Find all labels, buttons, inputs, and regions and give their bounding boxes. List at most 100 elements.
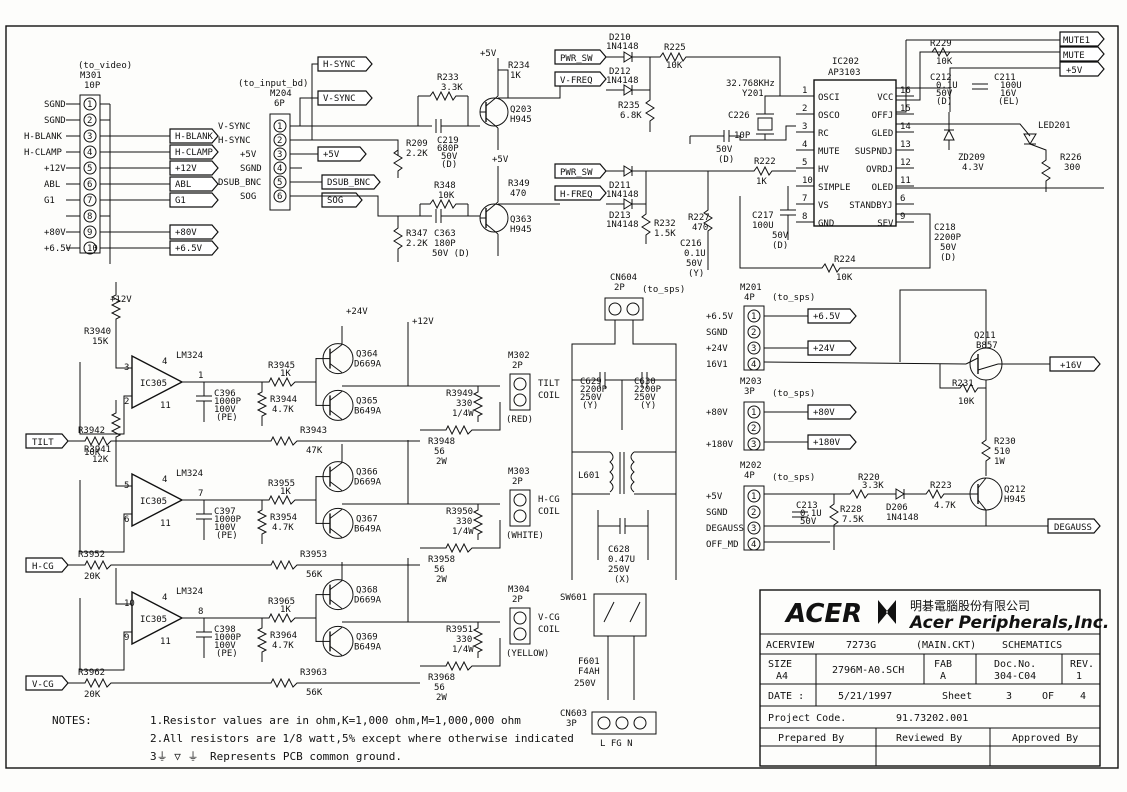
r209-ref: R209 bbox=[406, 139, 428, 149]
opamp-channel-vcg: IC305LM3241098411R396220KR396356KR39651K… bbox=[68, 558, 501, 703]
r231-val: 10K bbox=[958, 397, 975, 407]
m201-pin-label: 16V1 bbox=[706, 360, 728, 370]
tb-project-code: 91.73202.001 bbox=[896, 713, 968, 724]
pulldown-res-val: 4.7K bbox=[272, 641, 294, 651]
c213-rating: 50V bbox=[800, 517, 817, 527]
ic202-pin-num: 4 bbox=[802, 140, 807, 150]
tb-project-label: Project Code. bbox=[768, 713, 846, 724]
connector-m202: M202 4P (to_sps) 1+5V2SGND3DEGAUSS4OFF_M… bbox=[706, 461, 815, 551]
m301-pin bbox=[83, 241, 97, 255]
coil-wire-color: (YELLOW) bbox=[506, 649, 549, 659]
m301-pin bbox=[83, 161, 97, 175]
c216-ref: C216 bbox=[680, 239, 702, 249]
c218-val: 2200P bbox=[934, 233, 962, 243]
ic202-pin-num: 13 bbox=[900, 140, 911, 150]
c219-ref: C219 bbox=[437, 136, 459, 146]
c629-val: 2200P bbox=[580, 385, 608, 395]
m204-pin-num: 2 bbox=[277, 136, 282, 146]
q211-ref: Q211 bbox=[974, 331, 996, 341]
c226-ref: C226 bbox=[728, 111, 750, 121]
m301-flag: +80V bbox=[175, 228, 197, 238]
tb-doc-type: SCHEMATICS bbox=[1002, 640, 1062, 651]
m201-pin-label: SGND bbox=[706, 328, 728, 338]
cn603-pins: 3P bbox=[566, 719, 577, 729]
damp-res-val: 56 bbox=[434, 447, 445, 457]
ic202-pin-num: 3 bbox=[802, 122, 807, 132]
opamp-inn-pin: 6 bbox=[124, 515, 129, 525]
m201-dest: (to_sps) bbox=[772, 293, 815, 303]
c363-ref: C363 bbox=[434, 229, 456, 239]
m202-pin bbox=[747, 489, 761, 503]
h-sync-flag: H-SYNC bbox=[323, 60, 356, 70]
m203-pin-label: +180V bbox=[706, 440, 734, 450]
ic202-pin-num: 2 bbox=[802, 104, 807, 114]
m202-pin-num: 2 bbox=[751, 508, 756, 518]
opamp-gnd-pin: 11 bbox=[160, 401, 171, 411]
c630-rating: 250V bbox=[634, 393, 656, 403]
r349-ref: R349 bbox=[508, 179, 530, 189]
m301-pin-label: SGND bbox=[44, 100, 66, 110]
feedback-res-ref: R3963 bbox=[300, 668, 327, 678]
damp-res-val: 56 bbox=[434, 565, 445, 575]
m301-pin-num: 2 bbox=[87, 116, 92, 126]
coil-wire-color: (RED) bbox=[506, 415, 533, 425]
r226-val: 300 bbox=[1064, 163, 1080, 173]
m301-pin-label: +12V bbox=[44, 164, 66, 174]
coil-pins: 2P bbox=[512, 361, 523, 371]
pulldown-res-ref: R3964 bbox=[270, 631, 297, 641]
transistor-ref: Q369 bbox=[356, 632, 378, 642]
channel-flags: TILT H-CG V-CG +12V +24V +12V bbox=[25, 295, 434, 691]
r234-val: 1K bbox=[510, 71, 521, 81]
m202-pins: 4P bbox=[744, 471, 755, 481]
m204-pin-label: SGND bbox=[240, 164, 262, 174]
m301-pin-label: SGND bbox=[44, 116, 66, 126]
m201-pin-num: 1 bbox=[751, 312, 756, 322]
m301-pin-num: 8 bbox=[87, 212, 92, 222]
m203-dest: (to_sps) bbox=[772, 389, 815, 399]
r348-val: 10K bbox=[438, 191, 455, 201]
ic202-pin-num: 15 bbox=[900, 104, 911, 114]
tb-doc-label: Doc.No. bbox=[994, 659, 1036, 670]
d211-part: 1N4148 bbox=[606, 190, 639, 200]
tb-date: 5/21/1997 bbox=[838, 691, 892, 702]
led201-ref: LED201 bbox=[1038, 121, 1071, 131]
c211-type: (EL) bbox=[998, 97, 1020, 107]
c217-val: 100U bbox=[752, 221, 774, 231]
m201-pins: 4P bbox=[744, 293, 755, 303]
opamp-ref: IC305 bbox=[140, 379, 167, 389]
c226-val: 10P bbox=[734, 131, 751, 141]
coil-res-val: 330 bbox=[456, 399, 472, 409]
input-res-val: 20K bbox=[84, 572, 101, 582]
m201-pin bbox=[747, 357, 761, 371]
m204-pin-label: V-SYNC bbox=[218, 122, 251, 132]
pulldown-res-val: 4.7K bbox=[272, 405, 294, 415]
coil-res-rating: 1/4W bbox=[452, 409, 474, 419]
c213-val: 0.1U bbox=[800, 509, 822, 519]
sog-flag: SOG bbox=[327, 196, 343, 206]
feedback-res-val: 56K bbox=[306, 688, 323, 698]
r347-val: 2.2K bbox=[406, 239, 428, 249]
m204-pin-num: 1 bbox=[277, 122, 282, 132]
m202-pin-num: 1 bbox=[751, 492, 756, 502]
opamp-out-pin: 7 bbox=[198, 489, 203, 499]
q203-ref: Q203 bbox=[510, 105, 532, 115]
input-res-val: 20K bbox=[84, 690, 101, 700]
ic202-ref: IC202 bbox=[832, 57, 859, 67]
coil-res-ref: R3950 bbox=[446, 507, 473, 517]
m203-pin bbox=[747, 405, 761, 419]
coil-res-rating: 1/4W bbox=[452, 645, 474, 655]
zd209-val: 4.3V bbox=[962, 163, 984, 173]
bias-res-val: 15K bbox=[92, 337, 109, 347]
q363-part: H945 bbox=[510, 225, 532, 235]
p16v-flag: +16V bbox=[1060, 361, 1082, 371]
q212-part: H945 bbox=[1004, 495, 1026, 505]
transistor-ref: Q366 bbox=[356, 468, 378, 478]
c630-ref: C630 bbox=[634, 377, 656, 387]
input-res-ref: R3942 bbox=[78, 426, 105, 436]
m301-pin bbox=[83, 225, 97, 239]
ic202-pin-name: VS bbox=[818, 201, 829, 211]
r224-val: 10K bbox=[836, 273, 853, 283]
transistor-part: D669A bbox=[354, 360, 382, 370]
c217-ref: C217 bbox=[752, 211, 774, 221]
